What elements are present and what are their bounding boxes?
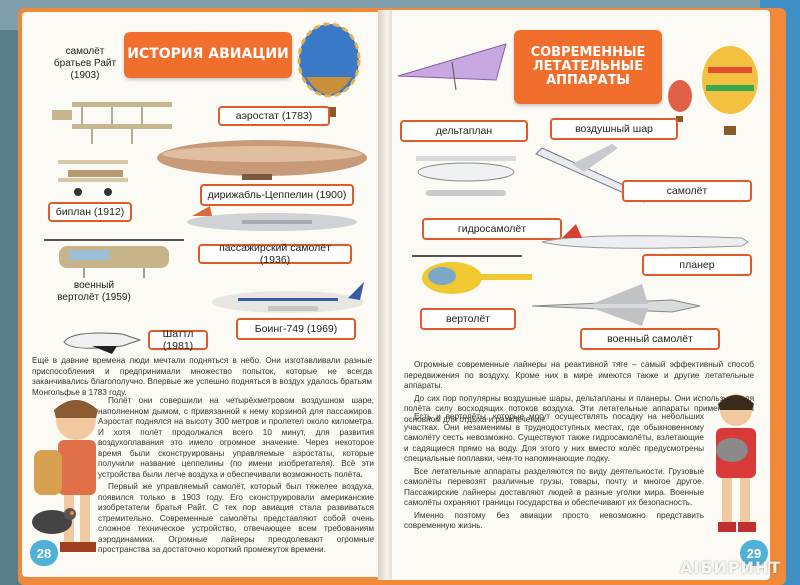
book-spine (378, 10, 396, 580)
right-page-number: 29 (740, 540, 768, 566)
military-helicopter-label: военный вертолёт (1959) (57, 280, 131, 303)
left-paragraph-2: Полёт они совершили на четырёхметровом в… (98, 396, 374, 479)
right-paragraph-1: Огромные современные лайнеры на реактивн… (404, 360, 754, 390)
hang-glider-label: дельтаплан (400, 120, 528, 142)
left-page-title: ИСТОРИЯ АВИАЦИИ (124, 32, 292, 78)
shuttle-illustration (63, 332, 142, 354)
rat-illustration (32, 508, 76, 534)
left-page-number: 28 (30, 540, 58, 566)
wright-plane-illustration (52, 102, 172, 144)
right-paragraph-3: Есть и вертолёты, которые могут осуществ… (404, 412, 704, 463)
biplane-illustration (58, 160, 128, 196)
seaplane-label: гидросамолёт (422, 218, 562, 240)
left-body-text: Ещё в давние времена люди мечтали поднят… (32, 356, 372, 400)
glider-illustration (542, 224, 749, 249)
wright-label: самолёт братьев Райт (1903) (53, 46, 117, 81)
glider-label: планер (642, 254, 752, 276)
balloon-label: воздушный шар (550, 118, 678, 140)
right-paragraph-2: До сих пор популярны воздушные шары, дел… (404, 393, 754, 424)
passenger-plane-illustration (187, 206, 357, 231)
left-page: ИСТОРИЯ АВИАЦИИ самолёт братьев Райт (19… (22, 12, 382, 577)
airplane-label: самолёт (622, 180, 752, 202)
left-paragraph-3: Первый же управляемый самолёт, который б… (98, 482, 374, 554)
right-body-text-column: Есть и вертолёты, которые могут осуществ… (404, 412, 704, 534)
seaplane-illustration (416, 156, 516, 196)
military-helicopter-illustration (44, 239, 184, 278)
biplane-label: биплан (1912) (48, 202, 132, 222)
right-page: СОВРЕМЕННЫЕ ЛЕТАТЕЛЬНЫЕ АППАРАТЫ дельтап… (392, 10, 770, 580)
helicopter-label: вертолёт (420, 308, 516, 330)
hang-glider-illustration (397, 43, 507, 91)
helicopter-illustration (412, 255, 532, 294)
boeing-illustration (212, 282, 364, 313)
aerostat-label: аэростат (1783) (218, 106, 330, 126)
woman-with-cat-illustration (716, 394, 756, 532)
left-body-text-column: Полёт они совершили на четырёхметровом в… (98, 396, 374, 558)
right-paragraph-4: Все летательные аппараты разделяются по … (404, 466, 704, 508)
military-plane-illustration (532, 284, 701, 326)
boeing-label: Боинг-749 (1969) (236, 318, 356, 340)
zeppelin-label: дирижабль-Цеппелин (1900) (200, 184, 354, 206)
right-body-text: Огромные современные лайнеры на реактивн… (404, 360, 754, 427)
zeppelin-illustration (157, 140, 367, 180)
shuttle-label: Шаттл (1981) (148, 328, 208, 352)
passenger-plane-label: пассажирский самолёт (1936) (198, 242, 352, 266)
watermark: AIБИРИНТ (680, 558, 782, 577)
right-paragraph-5: Именно поэтому без авиации просто невозм… (404, 510, 704, 531)
military-plane-label: военный самолёт (580, 328, 720, 350)
right-page-title: СОВРЕМЕННЫЕ ЛЕТАТЕЛЬНЫЕ АППАРАТЫ (514, 30, 662, 104)
hot-air-balloons-illustration (668, 46, 758, 135)
left-paragraph-1: Ещё в давние времена люди мечтали поднят… (32, 356, 372, 397)
